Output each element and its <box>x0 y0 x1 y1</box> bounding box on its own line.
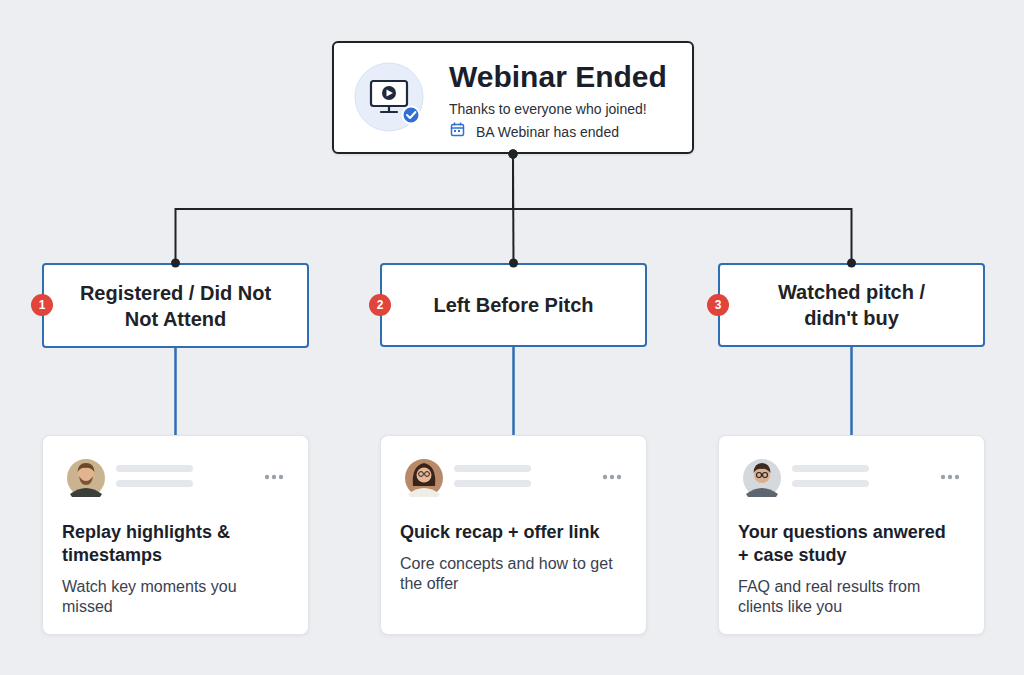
check-mark <box>407 112 416 118</box>
avatar-face <box>78 466 94 482</box>
node-title: Quick recap + offer link <box>400 521 640 544</box>
calendar-bar <box>452 127 464 129</box>
avatar <box>67 459 105 497</box>
avatar-hair <box>754 463 771 473</box>
calendar-day <box>454 130 456 132</box>
connector-line <box>176 154 514 263</box>
placeholder-line <box>116 480 193 487</box>
junction-dot <box>171 259 180 268</box>
junction-dot <box>847 259 856 268</box>
start-box: Webinar EndedThanks to everyone who join… <box>332 41 694 154</box>
node-body: Thanks to everyone who joined! <box>449 100 647 118</box>
junction-dot <box>509 150 518 159</box>
menu-dot <box>272 475 276 479</box>
message-card: Quick recap + offer linkCore concepts an… <box>380 435 647 635</box>
connector-line <box>512 154 515 263</box>
avatar <box>743 459 781 497</box>
connector-line <box>512 347 515 435</box>
node-body: Watch key moments you missed <box>62 577 277 617</box>
avatar-bg <box>67 459 105 497</box>
play-button <box>382 86 396 100</box>
node-body: BA Webinar has ended <box>476 123 619 141</box>
connector-line <box>174 348 177 435</box>
segment-box: Watched pitch / didn't buy <box>718 263 985 347</box>
segment-box: Registered / Did Not Not Attend <box>42 263 309 348</box>
placeholder-line <box>116 465 193 472</box>
avatar-hair <box>413 463 436 486</box>
monitor-stand <box>388 106 390 111</box>
monitor-screen <box>371 81 407 106</box>
node-title: Replay highlights & timestamps <box>62 521 277 567</box>
menu-dot <box>265 475 269 479</box>
menu-dot <box>948 475 952 479</box>
avatar-hair <box>78 463 95 472</box>
node-title: Webinar Ended <box>449 59 667 95</box>
avatar-face <box>417 468 432 483</box>
monitor-base <box>381 111 397 113</box>
play-triangle <box>387 90 394 97</box>
menu-dot <box>610 475 614 479</box>
avatar-body <box>746 488 778 497</box>
icon-circle <box>355 63 423 131</box>
menu-dot <box>955 475 959 479</box>
calendar-ring <box>454 123 456 126</box>
junction-dot <box>509 150 518 159</box>
avatar-beard <box>79 476 93 485</box>
menu-dot <box>279 475 283 479</box>
menu-dot <box>617 475 621 479</box>
node-body: Core concepts and how to get the offer <box>400 554 615 594</box>
message-card: Your questions anwered + case studyFAQ a… <box>718 435 985 635</box>
check-badge <box>403 107 420 124</box>
avatar <box>405 459 443 497</box>
node-title: Your questions anwered + case study <box>738 521 960 567</box>
avatar-face <box>754 467 770 483</box>
connector-line <box>513 154 852 263</box>
menu-dot <box>603 475 607 479</box>
avatar-bg <box>405 459 443 497</box>
node-body: FAQ and real results from clients like y… <box>738 577 953 617</box>
avatar-glasses <box>763 473 768 478</box>
avatar-glasses <box>419 472 424 477</box>
avatar-body <box>70 488 102 497</box>
avatar-body <box>408 488 440 497</box>
calendar-day <box>458 130 460 132</box>
avatar-glasses <box>425 472 430 477</box>
segment-box: Left Before Pitch <box>380 263 647 347</box>
calendar-ring <box>460 123 462 126</box>
avatar-bg <box>743 459 781 497</box>
node-title: Left Before Pitch <box>433 292 593 318</box>
placeholder-line <box>454 465 531 472</box>
calendar-icon <box>452 125 464 136</box>
node-title: Watched pitch / didn't buy <box>765 279 938 331</box>
node-title: Registered / Did Not Not Attend <box>64 280 287 332</box>
connector-line <box>850 347 853 435</box>
placeholder-line <box>454 480 531 487</box>
placeholder-line <box>792 465 869 472</box>
menu-dot <box>941 475 945 479</box>
placeholder-line <box>792 480 869 487</box>
avatar-glasses <box>757 473 762 478</box>
message-card: Replay highlights & timestampsWatch key … <box>42 435 309 635</box>
junction-dot <box>509 259 518 268</box>
junction-dot <box>509 150 518 159</box>
